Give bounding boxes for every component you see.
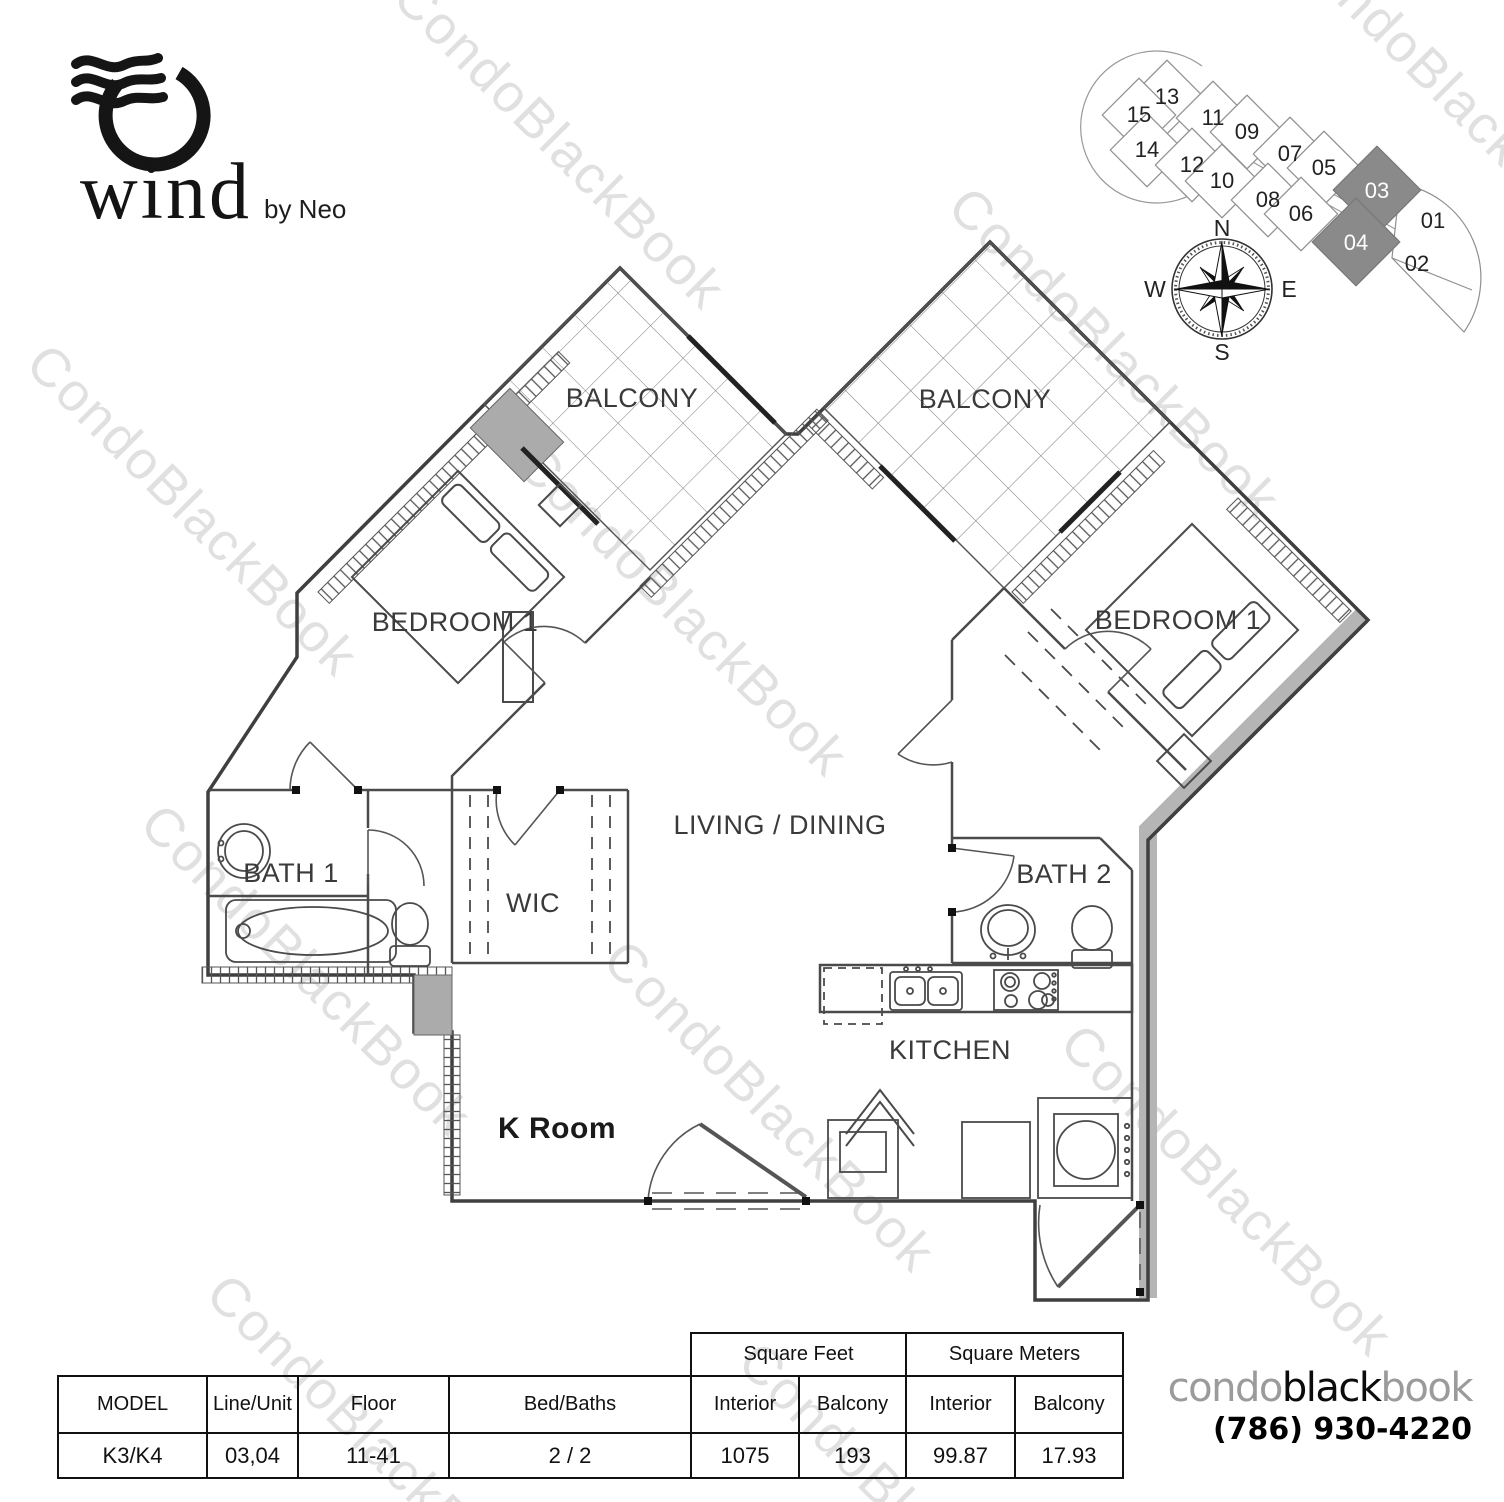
logo-wordmark: wind by Neo <box>80 152 346 232</box>
table-header-sm-balcony: Balcony <box>1014 1375 1124 1434</box>
label-bath2: BATH 2 <box>1016 859 1112 889</box>
compass-icon: N S W E <box>1144 215 1297 365</box>
table-value-floor: 11-41 <box>297 1432 450 1479</box>
balcony-slider-door <box>686 334 777 425</box>
label-wic: WIC <box>506 888 560 918</box>
label-balcony-right: BALCONY <box>919 384 1052 414</box>
unit-outer-wall <box>206 239 1371 1302</box>
keyplan-unit-label-highlighted: 04 <box>1344 230 1368 255</box>
keyplan-unit-label: 15 <box>1127 102 1151 127</box>
keyplan-unit-label: 13 <box>1155 84 1179 109</box>
table-value-sm-balcony: 17.93 <box>1014 1432 1124 1479</box>
keyplan-tower-arc <box>1080 50 1203 204</box>
keyplan-unit-label: 06 <box>1289 201 1313 226</box>
label-kitchen: KITCHEN <box>889 1035 1011 1065</box>
label-bath1: BATH 1 <box>243 858 339 888</box>
compass-west-label: W <box>1144 276 1166 302</box>
balcony-left <box>482 266 885 599</box>
brand-black: black <box>1281 1365 1382 1411</box>
table-spacer <box>58 1333 691 1376</box>
wind-logo-icon <box>71 53 211 172</box>
keyplan-highlighted-units <box>1311 145 1422 287</box>
keyplan-unit-label: 07 <box>1278 141 1302 166</box>
bedroom-slider-door <box>520 446 600 526</box>
table-header-bed-baths: Bed/Baths <box>448 1375 692 1434</box>
brand-condo: condo <box>1167 1365 1284 1411</box>
table-header-line-unit: Line/Unit <box>206 1375 299 1434</box>
table-value-sm-interior: 99.87 <box>905 1432 1016 1479</box>
brand-phone: (786) 930-4220 <box>1212 1412 1472 1447</box>
balcony-slider-door <box>878 464 957 543</box>
label-living-dining: LIVING / DINING <box>673 810 886 840</box>
keyplan-unit-label: 10 <box>1210 168 1234 193</box>
table-header-model: MODEL <box>57 1375 208 1434</box>
exterior-gray-wall <box>1139 609 1369 1298</box>
logo-subtitle: by Neo <box>264 194 347 224</box>
brand-wordmark: condoblackbook <box>1167 1365 1474 1411</box>
table-value-model: K3/K4 <box>57 1432 208 1479</box>
keyplan-unit-label: 08 <box>1256 187 1280 212</box>
table-value-line-unit: 03,04 <box>206 1432 299 1479</box>
keyplan-unit-label: 14 <box>1135 137 1159 162</box>
table-group-square-meters: Square Meters <box>905 1332 1124 1377</box>
compass-north-label: N <box>1214 215 1231 241</box>
compass-east-label: E <box>1281 276 1296 302</box>
keyplan-unit-label: 02 <box>1405 251 1429 276</box>
keyplan-unit-label-highlighted: 03 <box>1365 178 1389 203</box>
bath2-fixtures <box>980 904 1113 969</box>
compass-south-label: S <box>1214 339 1229 365</box>
interior-walls <box>209 577 1187 1201</box>
keyplan: 13 15 14 11 12 09 10 07 08 05 06 03 04 0… <box>1080 50 1482 333</box>
table-value-bed-baths: 2 / 2 <box>448 1432 692 1479</box>
wic-closet-rods <box>469 795 611 958</box>
spec-table: Square Feet Square Meters MODEL Line/Uni… <box>57 1332 1124 1479</box>
label-balcony-left: BALCONY <box>566 383 699 413</box>
bedroom-slider-door <box>1058 470 1122 534</box>
keyplan-unit-label: 05 <box>1312 155 1336 180</box>
table-value-sf-balcony: 193 <box>798 1432 907 1479</box>
label-bedroom-right: BEDROOM 1 <box>1095 605 1262 635</box>
brand-book: book <box>1380 1365 1474 1411</box>
bath1-fixtures <box>217 823 431 967</box>
door-jambs <box>292 786 1144 1296</box>
bedroom-left-furniture <box>350 469 583 703</box>
keyplan-unit-label: 09 <box>1235 119 1259 144</box>
logo-title: wind <box>80 148 252 236</box>
keyplan-unit-label: 12 <box>1180 152 1204 177</box>
table-header-sm-interior: Interior <box>905 1375 1016 1434</box>
bedroom-right-furniture <box>1004 522 1300 790</box>
kitchen-fixtures <box>823 966 1133 1199</box>
condoblackbook-brand: condoblackbook (786) 930-4220 <box>1167 1365 1474 1447</box>
balcony-right <box>822 240 1172 605</box>
label-bedroom-left: BEDROOM 1 <box>372 607 539 637</box>
table-value-sf-interior: 1075 <box>690 1432 800 1479</box>
keyplan-unit-label: 01 <box>1421 208 1445 233</box>
structural-columns <box>413 387 565 1036</box>
keyplan-unit-label: 11 <box>1202 105 1225 130</box>
label-kroom: K Room <box>498 1112 616 1145</box>
table-header-sf-balcony: Balcony <box>798 1375 907 1434</box>
table-header-floor: Floor <box>297 1375 450 1434</box>
table-header-sf-interior: Interior <box>690 1375 800 1434</box>
window-bands <box>201 350 1352 1196</box>
doors <box>289 625 1152 1292</box>
table-group-square-feet: Square Feet <box>690 1332 907 1377</box>
